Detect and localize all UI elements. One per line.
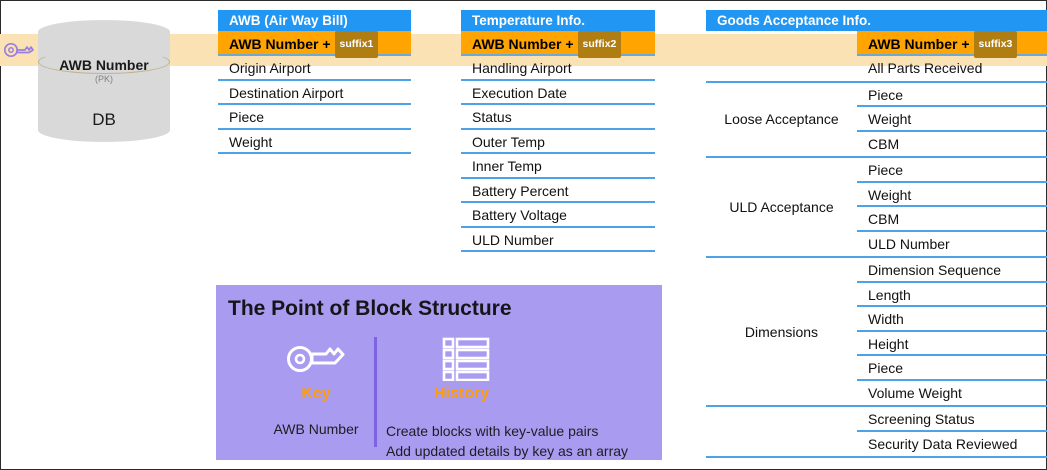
group-divider	[706, 156, 1047, 158]
table-row: CBM	[868, 135, 900, 152]
group-label	[706, 56, 857, 81]
pk-plus: +	[961, 36, 970, 52]
table-row: Piece	[218, 105, 411, 130]
table-row: Weight	[218, 130, 411, 154]
key-icon	[3, 40, 35, 60]
field-group: Loose Acceptance Piece Weight CBM	[706, 83, 1047, 158]
table-row: Outer Temp	[461, 130, 655, 154]
list-history-icon	[386, 337, 651, 381]
pk-suffix-badge: suffix2	[577, 31, 622, 58]
table-row: Screening Status	[857, 407, 1047, 432]
group-divider	[706, 405, 1047, 407]
pk-plus: +	[322, 36, 331, 52]
panel-history-caption: History	[434, 385, 490, 402]
group-divider	[706, 80, 1047, 83]
pk-suffix-badge: suffix3	[973, 31, 1018, 58]
table-awb-header: AWB (Air Way Bill)	[218, 10, 411, 31]
table-row: Handling Airport	[461, 56, 655, 81]
table-row: Battery Voltage	[461, 203, 655, 228]
table-awb: AWB (Air Way Bill) AWB Number +suffix1 O…	[218, 10, 411, 154]
panel-history-line-1: Create blocks with key-value pairs	[386, 423, 599, 439]
table-goods-acceptance-header: Goods Acceptance Info.	[706, 10, 1047, 31]
table-row: Status	[461, 105, 655, 130]
table-goods-primary-key-row: AWB Number +suffix3	[857, 31, 1047, 58]
db-primary-key: AWB Number (PK)	[38, 57, 170, 84]
table-row: Weight	[857, 183, 1047, 207]
block-structure-panel: The Point of Block Structure Key AWB Num…	[216, 285, 662, 460]
table-row: Origin Airport	[218, 56, 411, 81]
pk-label: AWB Number	[229, 36, 319, 52]
table-row: Weight	[857, 107, 1047, 132]
table-row: Piece	[857, 158, 1047, 183]
table-row: Height	[857, 332, 1047, 356]
table-row: Width	[857, 307, 1047, 332]
group-label: ULD Acceptance	[729, 199, 834, 215]
table-temperature: Temperature Info. AWB Number +suffix2 Ha…	[461, 10, 655, 252]
table-row: CBM	[857, 207, 1047, 232]
group-divider	[706, 256, 1047, 258]
group-label: Dimensions	[744, 323, 819, 340]
table-row: Piece	[857, 83, 1047, 107]
cylinder-top	[38, 20, 170, 44]
pk-label: AWB Number	[868, 36, 958, 52]
table-row: Destination Airport	[218, 81, 411, 105]
panel-key-section: Key AWB Number	[246, 337, 386, 437]
panel-history-body: Create blocks with key-value pairs Add u…	[386, 421, 651, 461]
cylinder-top-edge	[38, 50, 170, 74]
database-cylinder: AWB Number (PK) DB	[38, 20, 170, 142]
table-row: ULD Number	[461, 228, 655, 252]
cylinder-bottom	[38, 118, 170, 142]
group-label	[706, 407, 857, 456]
table-row: Piece	[857, 356, 1047, 381]
panel-key-body: AWB Number	[273, 421, 359, 437]
table-row: Execution Date	[461, 81, 655, 105]
table-row: Battery Percent	[461, 179, 655, 203]
table-row: Security Data Reviewed	[868, 435, 1018, 452]
field-group: All Parts Received	[706, 56, 1047, 83]
group-label: Loose Acceptance	[724, 111, 839, 128]
panel-divider	[374, 337, 377, 447]
panel-title: The Point of Block Structure	[228, 297, 512, 320]
table-row: Volume Weight	[868, 384, 962, 401]
db-label: DB	[92, 110, 116, 129]
panel-key-caption: Key	[301, 385, 331, 402]
db-primary-key-note: (PK)	[95, 74, 113, 84]
pk-plus: +	[565, 36, 574, 52]
panel-history-line-2: Add updated details by key as an array	[386, 443, 629, 459]
table-row: ULD Number	[868, 235, 950, 252]
table-row: All Parts Received	[868, 60, 983, 76]
table-goods-acceptance: Goods Acceptance Info. AWB Number +suffi…	[706, 10, 1047, 458]
panel-history-section: History Create blocks with key-value pai…	[386, 337, 651, 461]
cylinder-body	[38, 31, 170, 131]
table-row: Inner Temp	[461, 154, 655, 179]
field-group: Dimensions Dimension Sequence Length Wid…	[706, 258, 1047, 407]
table-awb-primary-key-row: AWB Number +suffix1	[218, 31, 411, 58]
table-row: Dimension Sequence	[857, 258, 1047, 283]
pk-label: AWB Number	[472, 36, 562, 52]
table-row: Length	[857, 283, 1047, 307]
key-icon	[246, 337, 386, 381]
field-group: ULD Acceptance Piece Weight CBM ULD Numb…	[706, 158, 1047, 258]
db-primary-key-label: AWB Number	[59, 57, 149, 73]
table-temperature-header: Temperature Info.	[461, 10, 655, 31]
table-temperature-primary-key-row: AWB Number +suffix2	[461, 31, 655, 58]
group-divider	[706, 456, 1047, 458]
pk-suffix-badge: suffix1	[334, 31, 379, 58]
field-group: Screening Status Security Data Reviewed	[706, 407, 1047, 458]
